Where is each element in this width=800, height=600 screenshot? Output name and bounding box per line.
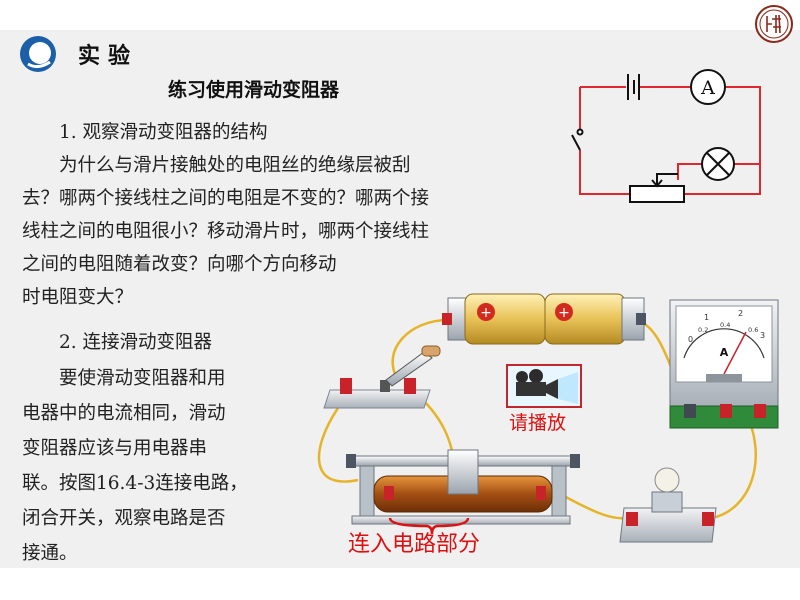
text-line: 1. 观察滑动变阻器的结构 [22,122,268,143]
circuit-apparatus-illustration: + + 0 1 2 3 0.2 0.4 0.6 A [317,293,779,543]
svg-text:+: + [558,305,570,321]
ammeter-minor-label: 0.2 [698,326,708,334]
experiment-subtitle: 练习使用滑动变阻器 [168,79,340,101]
svg-text:+: + [480,305,492,321]
movie-camera-icon [516,369,578,404]
seal-logo-icon [755,5,793,43]
play-label[interactable]: 请播放 [509,412,567,434]
rheostat-symbol [629,173,685,203]
knife-switch [323,345,441,409]
ammeter-minor-label: 0.6 [748,326,758,334]
text-line: 联。按图16.4-3连接电路， [22,473,248,494]
text-line: 变阻器应该与用电器串 [22,438,208,459]
text-line: 去？哪两个接线柱之间的电阻是不变的？哪两个接 [22,188,430,209]
circuit-schematic: A [571,69,761,203]
ammeter-unit-label: A [720,346,729,359]
text-line: 2. 连接滑动变阻器 [22,332,213,353]
ammeter-device: 0 1 2 3 0.2 0.4 0.6 A [669,299,779,429]
ammeter-tick-label: 1 [704,313,709,322]
ammeter-minor-label: 0.4 [720,321,730,329]
section-title: 实验 [78,44,139,69]
lamp-holder [619,467,717,543]
text-line: 为什么与滑片接触处的电阻丝的绝缘层被刮 [22,155,411,176]
ammeter-symbol: A [690,69,726,105]
text-line: 要使滑动变阻器和用 [22,368,226,389]
text-line: 之间的电阻随着改变？向哪个方向移动 [22,254,337,275]
connected-part-label: 连入电路部分 [348,532,481,557]
ammeter-symbol-label: A [700,77,715,99]
text-line: 电器中的电流相同，滑动 [22,403,226,424]
ammeter-tick-label: 2 [738,309,743,318]
text-line: 线柱之间的电阻很小？移动滑片时，哪两个接线柱 [22,221,430,242]
ammeter-tick-label: 3 [760,331,765,340]
play-video-button[interactable] [506,364,582,408]
text-line: 时电阻变大？ [22,287,134,308]
ammeter-tick-label: 0 [688,335,693,344]
battery-pair: + + [442,293,646,345]
text-line: 接通。 [22,543,78,564]
battery-symbol [627,74,640,100]
experiment-header-icon [20,36,56,72]
lamp-symbol [701,147,735,181]
text-line: 闭合开关，观察电路是否 [22,508,226,529]
switch-symbol [571,128,584,151]
rheostat-device [346,449,580,535]
